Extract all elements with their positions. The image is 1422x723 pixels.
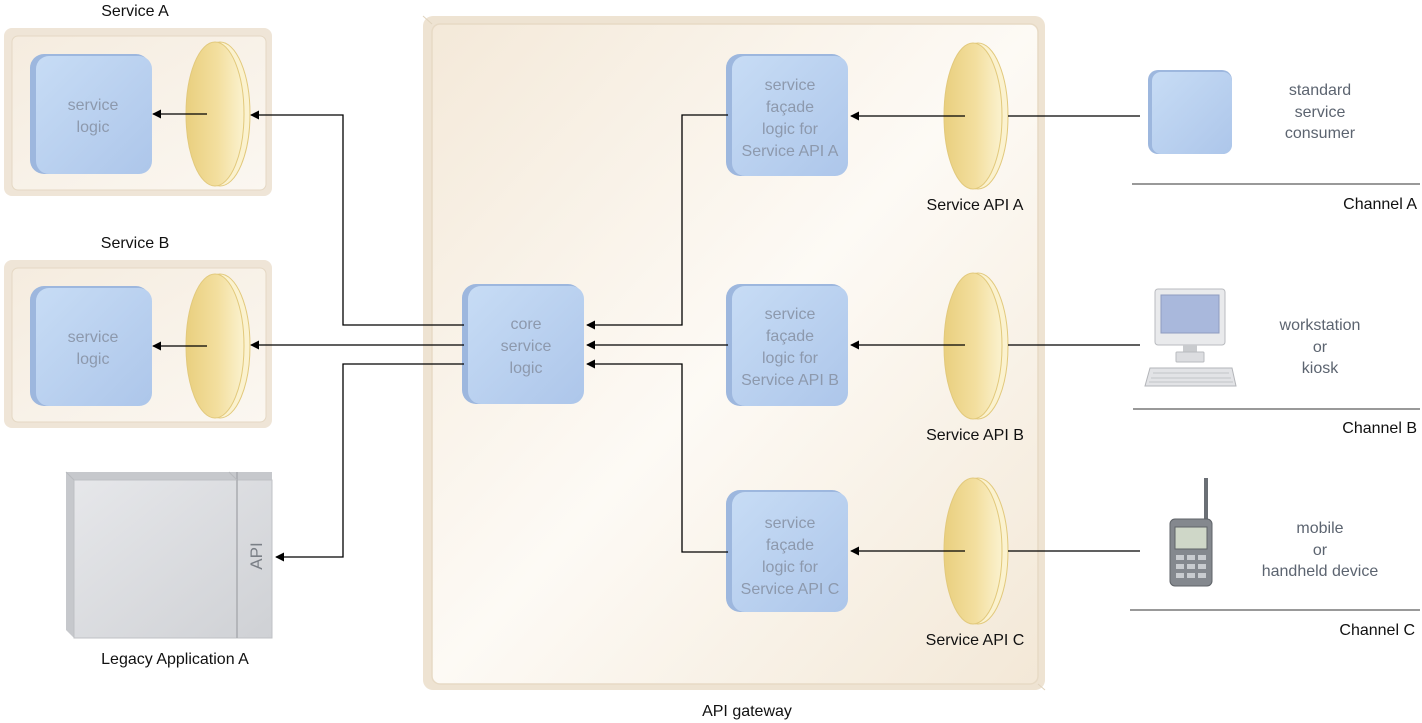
service-api-b-label: Service API B	[926, 427, 1024, 444]
service-a-title: Service A	[101, 3, 169, 20]
legacy-api-label: API	[247, 542, 266, 569]
facade-c-line-1: service	[765, 515, 816, 532]
connector-facade-a-to-core	[586, 114, 728, 330]
channel-a-consumer-line-1: standard	[1289, 82, 1351, 99]
facade-c-line-3: logic for	[762, 559, 819, 576]
mobile-device-icon	[1169, 478, 1213, 587]
facade-b-line-3: logic for	[762, 350, 819, 367]
channel-a-name: Channel A	[1343, 196, 1417, 213]
service-api-a	[943, 42, 1009, 190]
facade-a-line-4: Service API A	[742, 143, 839, 160]
service-b-logic	[30, 286, 152, 406]
channel-b-consumer-line-3: kiosk	[1302, 360, 1339, 377]
channel-b-consumer-line-2: or	[1313, 339, 1328, 356]
legacy-application	[65, 471, 273, 639]
channel-c-consumer-line-1: mobile	[1296, 520, 1343, 537]
service-a-api	[185, 41, 251, 187]
service-a-logic-line-2: logic	[77, 119, 110, 136]
facade-c-line-4: Service API C	[741, 581, 840, 598]
facade-a-line-2: façade	[766, 99, 814, 116]
legacy-label: Legacy Application A	[101, 651, 249, 668]
channel-a-consumer-line-2: service	[1295, 104, 1346, 121]
service-b-logic-line-1: service	[68, 329, 119, 346]
channel-b-consumer-line-1: workstation	[1279, 317, 1361, 334]
connector-facade-c-to-core	[586, 359, 728, 553]
workstation-icon	[1144, 288, 1237, 387]
core-service-logic	[462, 284, 584, 404]
service-b-title: Service B	[101, 235, 169, 252]
facade-b-logic	[726, 284, 848, 406]
core-line-3: logic	[510, 360, 543, 377]
service-a-logic-line-1: service	[68, 97, 119, 114]
facade-b-line-2: façade	[766, 328, 814, 345]
core-line-2: service	[501, 338, 552, 355]
channel-c-consumer-line-2: or	[1313, 542, 1328, 559]
service-api-a-label: Service API A	[927, 197, 1024, 214]
connectors	[152, 109, 1140, 562]
gateway-label: API gateway	[702, 703, 792, 720]
facade-a-line-1: service	[765, 77, 816, 94]
service-b-api	[185, 273, 251, 419]
core-line-1: core	[510, 316, 541, 333]
channel-a-consumer-line-3: consumer	[1285, 125, 1356, 142]
service-b-logic-line-2: logic	[77, 351, 110, 368]
service-api-b	[943, 272, 1009, 420]
channel-c-name: Channel C	[1339, 622, 1415, 639]
connector-core-to-legacy	[275, 363, 464, 562]
service-consumer-icon	[1148, 70, 1232, 154]
facade-c-line-2: façade	[766, 537, 814, 554]
facade-a-logic	[726, 54, 848, 176]
facade-a-line-3: logic for	[762, 121, 819, 138]
service-api-c-label: Service API C	[926, 632, 1025, 649]
service-a-logic	[30, 54, 152, 174]
facade-b-line-1: service	[765, 306, 816, 323]
channel-b-name: Channel B	[1342, 420, 1417, 437]
facade-c-logic	[726, 490, 848, 612]
facade-b-line-4: Service API B	[741, 372, 839, 389]
channel-c-consumer-line-3: handheld device	[1262, 563, 1379, 580]
connector-core-to-service-a	[250, 110, 464, 326]
